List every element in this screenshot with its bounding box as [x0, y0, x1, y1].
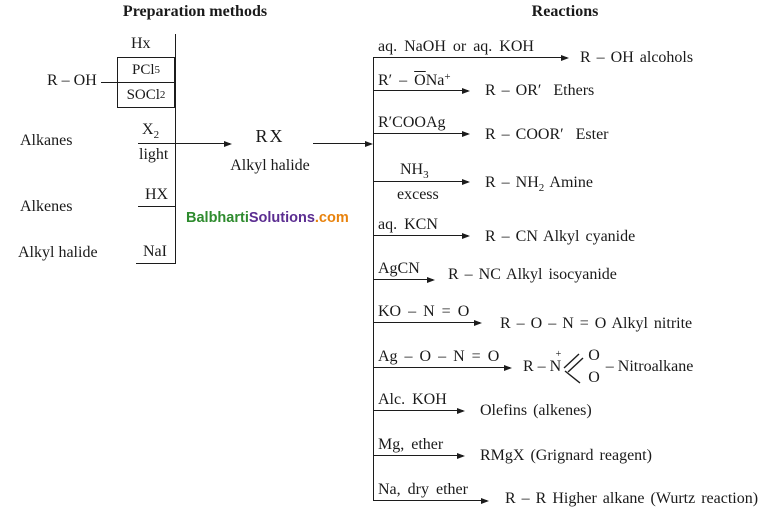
- reaction-reagent: AgCN: [378, 260, 420, 277]
- x2-arrow: [138, 143, 230, 144]
- reaction-condition: excess: [397, 186, 439, 203]
- reaction-reagent: R′ – ONa+: [378, 71, 451, 89]
- reaction-arrow: [373, 57, 567, 58]
- hx-reagent-label: Hx: [131, 35, 151, 52]
- reaction-product: R – NH2 Amine: [485, 174, 593, 194]
- reaction-arrow: [373, 133, 468, 134]
- nitroalkane-label: – Nitroalkane: [605, 358, 694, 375]
- reaction-product: R – COOR′ Ester: [485, 126, 609, 143]
- reaction-reagent: Ag – O – N = O: [378, 348, 500, 365]
- alkenes-label: Alkenes: [20, 198, 73, 215]
- hx-line: [138, 206, 175, 207]
- nitro-r-n: R – N+: [523, 349, 562, 375]
- reaction-product: R – OR′ Ethers: [485, 82, 595, 99]
- reaction-reagent: NH3: [400, 161, 429, 181]
- oxygen-top: O: [588, 347, 600, 364]
- reaction-product: R – R Higher alkane (Wurtz reaction): [505, 490, 759, 507]
- rx-formula: RX: [255, 126, 285, 146]
- reaction-arrow: [373, 90, 468, 91]
- rx-caption: Alkyl halide: [230, 157, 310, 174]
- x2-reagent-label: X2: [142, 121, 160, 141]
- alkyl-halide-substrate-label: Alkyl halide: [18, 244, 98, 261]
- roh-connector-line: [101, 82, 117, 83]
- nitro-structure: R – N+ O O – Nitroalkane: [523, 346, 693, 388]
- nai-line: [136, 263, 175, 264]
- preparation-title: Preparation methods: [122, 3, 268, 20]
- reaction-product: R – NC Alkyl isocyanide: [448, 266, 617, 283]
- reaction-arrow: [373, 367, 510, 368]
- reaction-arrow: [373, 500, 487, 501]
- rx-to-reactions-arrow: [313, 143, 371, 144]
- light-condition-label: light: [139, 146, 169, 163]
- alkanes-label: Alkanes: [20, 132, 73, 149]
- reaction-reagent: Alc. KOH: [378, 391, 447, 408]
- reaction-product: Olefins (alkenes): [480, 402, 592, 419]
- reaction-reagent: Mg, ether: [378, 436, 444, 453]
- reaction-product: RMgX (Grignard reagent): [480, 447, 652, 464]
- reaction-product: R – CN Alkyl cyanide: [485, 228, 636, 245]
- reaction-reagent: R′COOAg: [378, 114, 446, 131]
- reaction-product: R – OH alcohols: [580, 49, 694, 66]
- substrate-r-oh: R – OH: [47, 72, 97, 89]
- reaction-product: R – O – N = O Alkyl nitrite: [500, 315, 693, 332]
- nai-reagent-label: NaI: [143, 243, 167, 260]
- reaction-arrow: [373, 410, 463, 411]
- reaction-arrow: [373, 181, 468, 182]
- plus-charge: +: [555, 349, 562, 360]
- reactions-title: Reactions: [531, 3, 599, 20]
- reaction-arrow: [373, 322, 480, 323]
- reaction-arrow: [373, 455, 463, 456]
- reaction-reagent: aq. KCN: [378, 216, 438, 233]
- reaction-arrow: [373, 279, 433, 280]
- hx2-reagent-label: HX: [145, 186, 169, 203]
- reaction-reagent: aq. NaOH or aq. KOH: [378, 38, 534, 55]
- reaction-arrow: [373, 235, 468, 236]
- reaction-reagent: Na, dry ether: [378, 481, 468, 498]
- nitro-oxygens: O O: [588, 347, 600, 387]
- left-vertical-line: [175, 34, 176, 264]
- oxygen-bottom: O: [588, 369, 600, 386]
- reaction-reagent: KO – N = O: [378, 303, 470, 320]
- nitro-bonds-icon: [563, 353, 584, 384]
- watermark: BalbhartiSolutions.com: [186, 210, 349, 226]
